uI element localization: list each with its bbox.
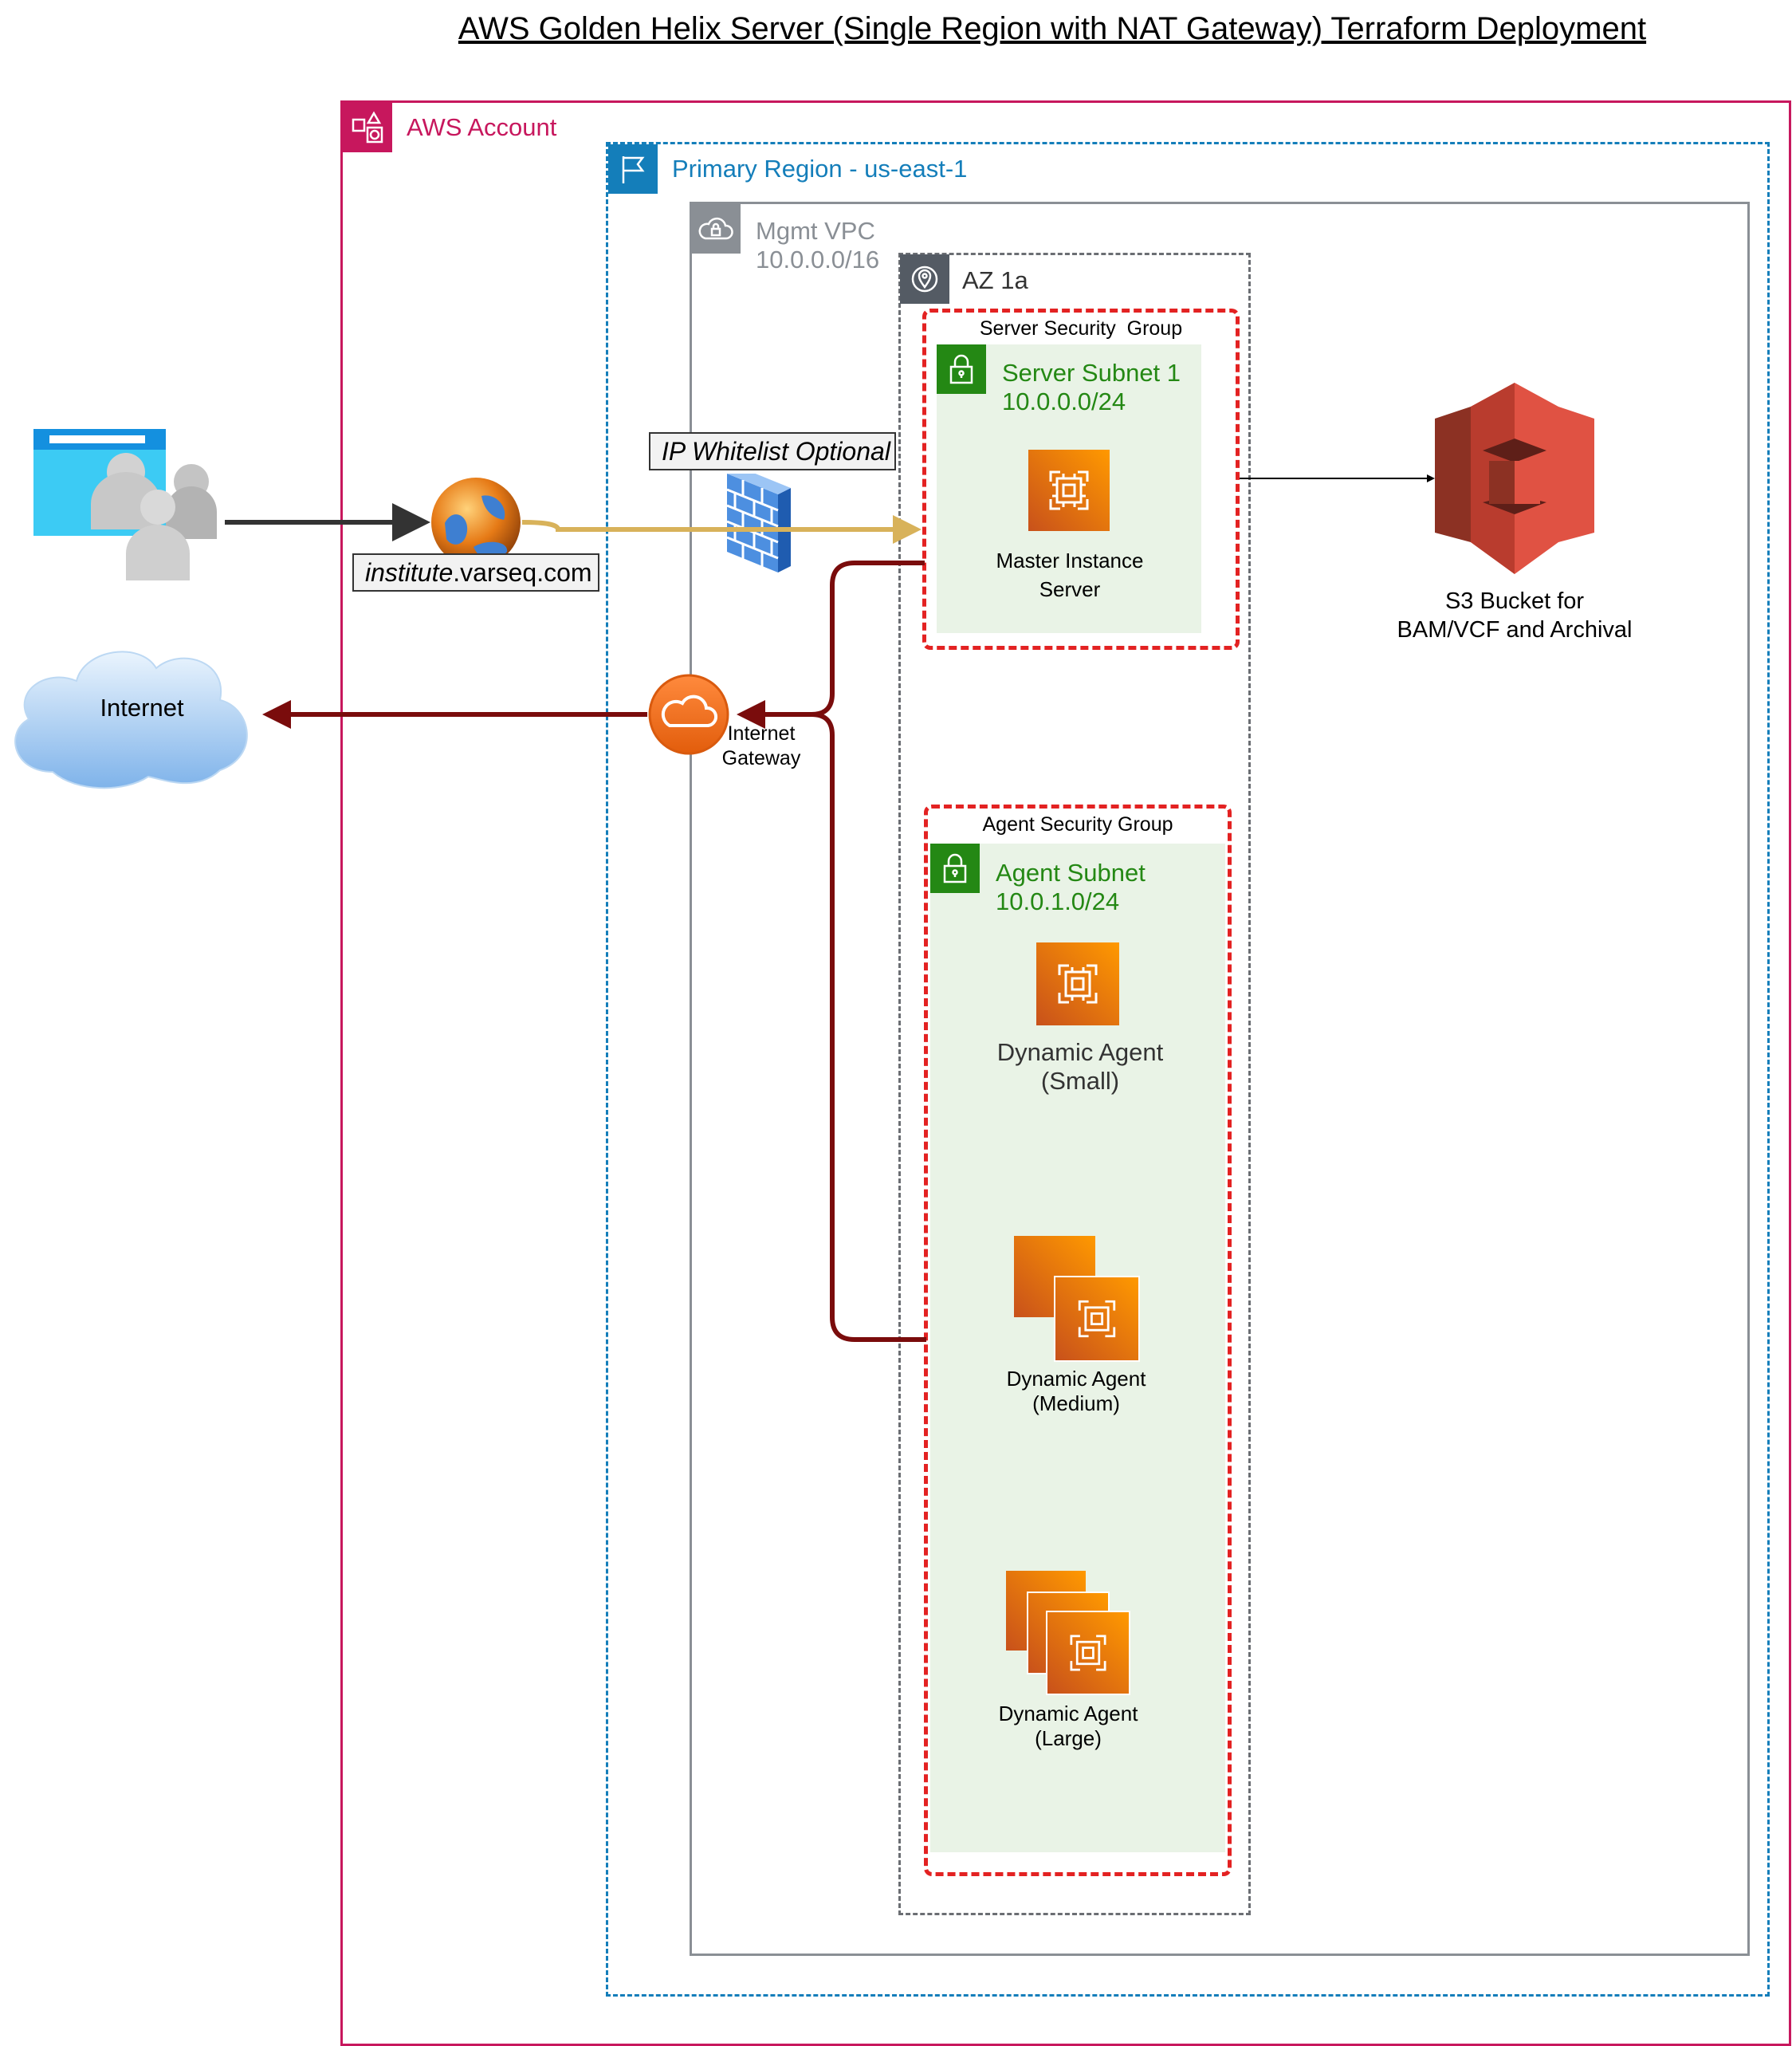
agent-subnet-lock-icon xyxy=(930,844,980,893)
dynamic-agent-medium-ec2-icon[interactable] xyxy=(1054,1276,1140,1362)
master-instance-label-2: Server xyxy=(1039,577,1101,601)
vpc-name: Mgmt VPC xyxy=(756,217,875,245)
s3-bucket-label-2: BAM/VCF and Archival xyxy=(1397,617,1633,643)
internet-label: Internet xyxy=(100,694,184,722)
aws-account-label: AWS Account xyxy=(407,113,557,141)
region-container xyxy=(606,142,1770,1997)
dynamic-agent-large-label-1: Dynamic Agent xyxy=(998,1702,1138,1725)
dns-label-box: institute.varseq.com xyxy=(352,553,599,592)
dynamic-agent-small-label-1: Dynamic Agent xyxy=(996,1038,1164,1066)
dynamic-agent-small-ec2-icon[interactable] xyxy=(1036,942,1119,1025)
dns-suffix: .varseq.com xyxy=(453,558,592,587)
dynamic-agent-medium-label-2: (Medium) xyxy=(1032,1391,1120,1415)
master-instance-ec2-icon[interactable] xyxy=(1028,450,1110,531)
server-subnet-name: Server Subnet 1 xyxy=(1002,359,1181,387)
dynamic-agent-large-label-2: (Large) xyxy=(1035,1726,1102,1750)
agent-security-group-label: Agent Security Group xyxy=(982,813,1173,836)
server-subnet-lock-icon xyxy=(937,344,986,394)
region-label: Primary Region - us-east-1 xyxy=(672,155,968,183)
ip-whitelist-label: IP Whitelist Optional xyxy=(649,432,896,470)
users-browser-icon xyxy=(32,427,231,587)
s3-bucket-label-1: S3 Bucket for xyxy=(1444,588,1585,614)
agent-subnet-name: Agent Subnet xyxy=(996,859,1146,887)
vpc-container xyxy=(690,202,1750,1956)
dns-to-server-arrow xyxy=(521,515,922,544)
master-instance-label-1: Master Instance xyxy=(996,549,1144,572)
s3-bucket-icon[interactable] xyxy=(1435,383,1594,574)
server-subnet-cidr: 10.0.0.0/24 xyxy=(1002,388,1126,415)
internet-gateway-label-2: Gateway xyxy=(721,747,801,769)
vpc-cidr: 10.0.0.0/16 xyxy=(756,246,880,273)
internet-cloud-icon xyxy=(5,636,255,793)
az-label: AZ 1a xyxy=(962,266,1028,294)
dynamic-agent-small-label-2: (Small) xyxy=(1040,1067,1120,1095)
server-security-group-label: Server Security Group xyxy=(979,317,1183,340)
dns-prefix: institute xyxy=(365,558,454,587)
diagram-title: AWS Golden Helix Server (Single Region w… xyxy=(458,11,1647,46)
server-security-group xyxy=(922,309,1240,650)
location-pin-icon xyxy=(900,254,949,304)
dynamic-agent-large-ec2-icon[interactable] xyxy=(1046,1611,1130,1695)
az-container xyxy=(898,253,1251,1915)
dynamic-agent-medium-label-1: Dynamic Agent xyxy=(1006,1367,1146,1391)
internet-gateway-icon[interactable] xyxy=(647,673,730,756)
agent-subnet-cidr: 10.0.1.0/24 xyxy=(996,887,1120,915)
server-to-igw-arrow xyxy=(737,561,925,729)
aws-account-icon xyxy=(343,103,392,152)
vpc-cloud-lock-icon xyxy=(691,204,741,254)
agents-to-igw-line xyxy=(811,712,926,1342)
flag-icon xyxy=(608,144,658,194)
